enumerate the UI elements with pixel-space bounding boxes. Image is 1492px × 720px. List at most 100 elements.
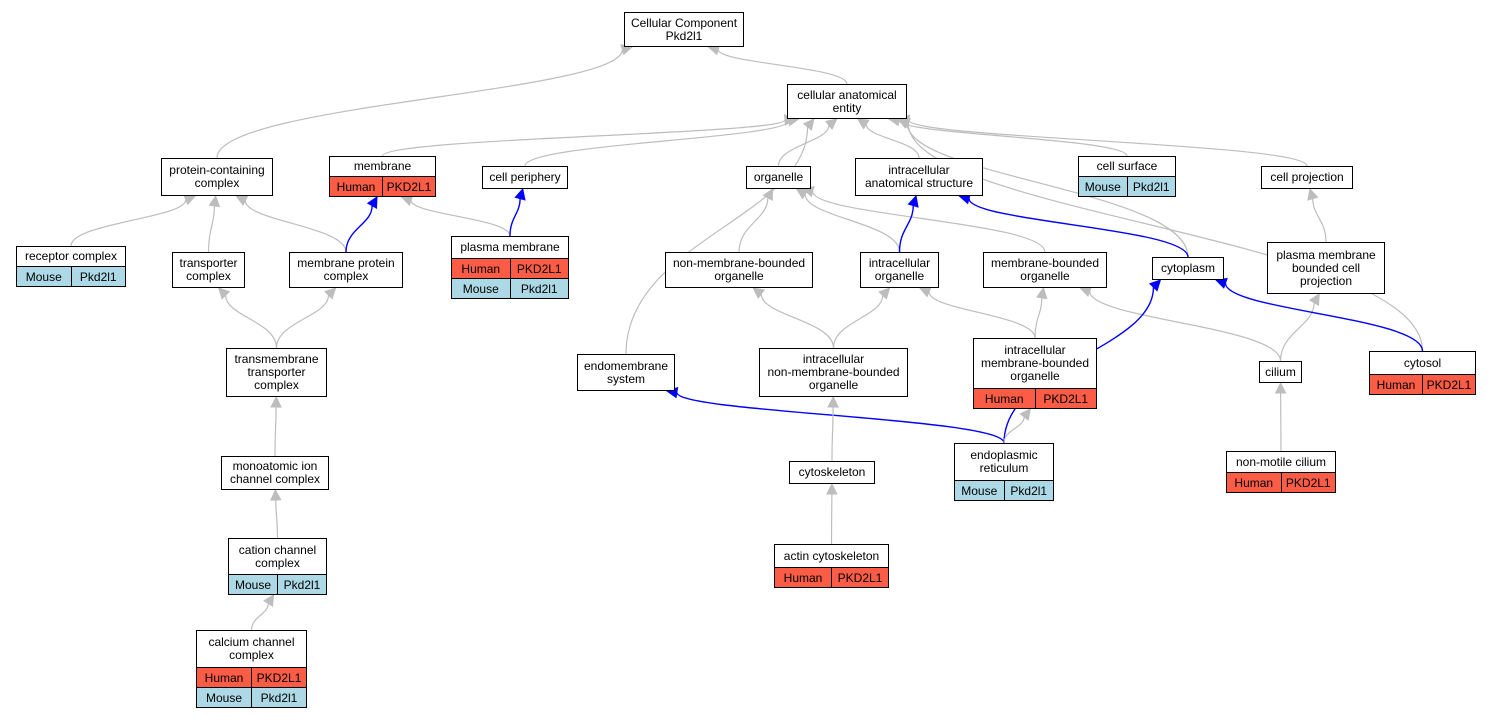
- node-organelle[interactable]: organelle: [746, 166, 811, 189]
- node-maicc[interactable]: monoatomic ion channel complex: [221, 456, 329, 490]
- edge-arrowhead: [1307, 187, 1319, 201]
- node-label: non-motile cilium: [1235, 454, 1327, 469]
- edge-arrowhead: [1308, 293, 1320, 306]
- node-label: protein-containing complex: [169, 163, 265, 190]
- edge-arrowhead: [208, 194, 221, 208]
- edge-cellper-to-cae: [524, 120, 790, 167]
- gene-cell: PKD2L1: [509, 259, 569, 278]
- node-innmbo[interactable]: intracellular non-membrane-bounded organ…: [759, 348, 908, 397]
- node-label: cytoplasm: [1160, 261, 1216, 275]
- edge-pcc-to-root: [216, 49, 623, 159]
- node-imbo[interactable]: intracellular membrane-bounded organelle…: [973, 338, 1097, 409]
- node-label: endoplasmic reticulum: [970, 448, 1038, 475]
- node-pmbcp[interactable]: plasma membrane bounded cell projection: [1267, 242, 1385, 294]
- node-label: actin cytoskeleton: [783, 548, 880, 563]
- species-cell: Human: [783, 570, 823, 585]
- gene-cell: Pkd2l1: [1003, 481, 1054, 500]
- node-label: receptor complex: [24, 249, 118, 263]
- species-cell: Mouse: [234, 577, 272, 592]
- edge-maicc-to-tmtc: [274, 406, 277, 457]
- node-cilium[interactable]: cilium: [1259, 361, 1302, 383]
- node-label: plasma membrane: [460, 240, 560, 254]
- gene-cell: Pkd2l1: [277, 575, 326, 594]
- node-pcc[interactable]: protein-containing complex: [161, 158, 273, 196]
- node-transporter[interactable]: transporter complex: [172, 252, 245, 288]
- node-label: membrane-bounded organelle: [990, 256, 1100, 283]
- node-label: transmembrane transporter complex: [234, 352, 319, 392]
- node-mbo[interactable]: membrane-bounded organelle: [983, 252, 1107, 288]
- node-cae[interactable]: cellular anatomical entity: [787, 84, 907, 119]
- edge-cytoskeleton-to-innmbo: [831, 406, 834, 462]
- species-cell: Mouse: [462, 281, 499, 296]
- edge-arrowhead: [1148, 279, 1162, 292]
- node-label: monoatomic ion channel complex: [229, 459, 321, 486]
- edge-cilium-to-mbo: [1089, 291, 1282, 362]
- gene-cell: PKD2L1: [1280, 473, 1336, 492]
- edge-er-to-endo: [676, 391, 1005, 444]
- edge-cae-to-root: [717, 49, 848, 85]
- node-label: membrane: [353, 159, 412, 173]
- node-nmbo[interactable]: non-membrane-bounded organelle: [665, 252, 813, 288]
- node-label: calcium channel complex: [208, 635, 295, 662]
- edge-nmbo-to-organelle: [738, 197, 769, 253]
- edge-endo-to-cae: [625, 126, 809, 355]
- edge-arrowhead: [802, 118, 815, 131]
- edge-imbo-to-mbo: [1034, 297, 1043, 339]
- node-mpc[interactable]: membrane protein complex: [289, 252, 403, 288]
- node-cytoplasm[interactable]: cytoplasm: [1152, 257, 1224, 280]
- edge-cilium-to-pmbcp: [1279, 302, 1315, 362]
- species-row: Mouse Pkd2l1: [229, 574, 326, 594]
- species-cell: Mouse: [1084, 179, 1121, 194]
- edge-innmbo-to-io: [832, 295, 884, 349]
- node-root[interactable]: Cellular Component Pkd2l1: [624, 12, 744, 47]
- node-ias[interactable]: intracellular anatomical structure: [855, 158, 983, 196]
- edge-pm-to-membrane: [410, 200, 511, 237]
- node-cellper[interactable]: cell periphery: [482, 166, 568, 189]
- gene-cell: Pkd2l1: [70, 267, 126, 286]
- species-cell: Human: [984, 391, 1024, 406]
- node-label: organelle: [753, 170, 804, 184]
- edge-mpc-to-membrane: [345, 205, 373, 253]
- node-endo[interactable]: endomembrane system: [577, 354, 675, 391]
- node-tmtc[interactable]: transmembrane transporter complex: [226, 348, 327, 397]
- node-cytoskeleton[interactable]: cytoskeleton: [789, 461, 875, 484]
- node-label: cellular anatomical entity: [797, 87, 897, 115]
- node-label: plasma membrane bounded cell projection: [1276, 247, 1376, 288]
- edge-arrowhead: [856, 118, 870, 130]
- node-label: intracellular membrane-bounded organelle: [980, 343, 1090, 383]
- node-label: transporter complex: [179, 256, 238, 283]
- edge-membrane-to-cae: [381, 119, 786, 157]
- edge-mbo-to-organelle: [812, 191, 1046, 253]
- node-cellproj[interactable]: cell projection: [1261, 166, 1353, 189]
- edge-mpc-to-pcc: [244, 200, 347, 253]
- edge-arrowhead: [366, 196, 378, 209]
- edge-arrowhead: [762, 188, 774, 201]
- node-label: cell projection: [1270, 170, 1344, 184]
- edge-pmbcp-to-cellproj: [1312, 198, 1327, 243]
- edge-io-to-organelle: [804, 194, 901, 253]
- node-label: non-membrane-bounded organelle: [672, 256, 806, 283]
- node-io[interactable]: intracellular organelle: [860, 252, 939, 288]
- edge-arrowhead: [826, 482, 838, 495]
- edge-receptor-to-pcc: [70, 199, 187, 247]
- gene-cell: PKD2L1: [382, 177, 435, 196]
- node-label: Cellular Component Pkd2l1: [630, 15, 738, 43]
- edge-cellsurf-to-cae: [898, 119, 1128, 157]
- edge-arrowhead: [752, 287, 766, 299]
- node-label: intracellular anatomical structure: [864, 163, 974, 190]
